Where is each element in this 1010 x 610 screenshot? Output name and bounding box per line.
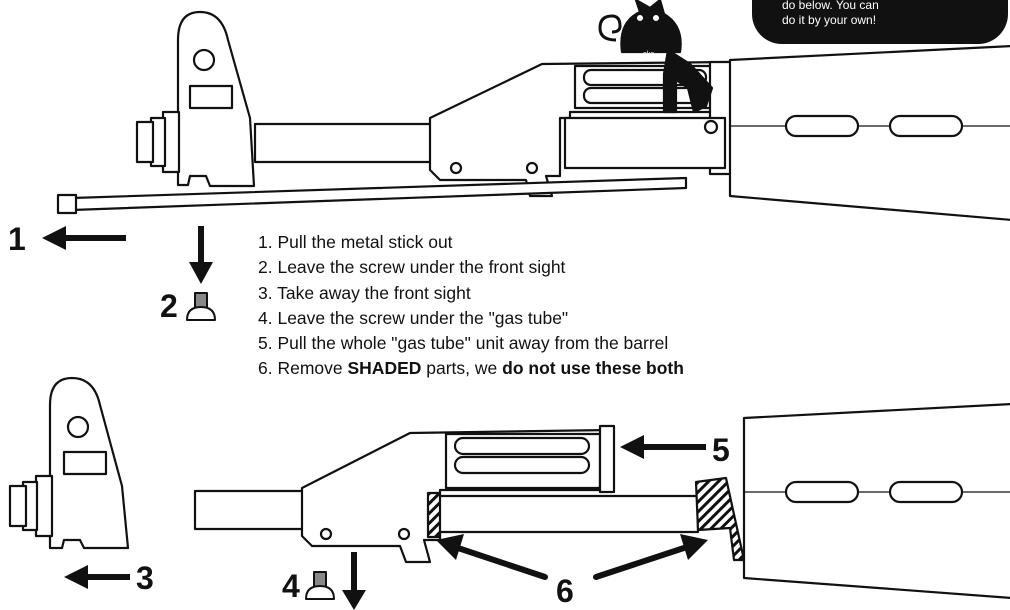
instruction-text: parts, we [421,358,503,379]
instruction-item: 5. Pull the whole "gas tube" unit away f… [258,331,684,356]
instruction-text: Pull the metal stick out [277,232,453,252]
speech-bubble: do below. You can do it by your own! [752,0,1008,44]
arrow-4-down-icon [342,552,366,610]
arrow-6-right-icon [593,534,708,580]
speech-line-1: do below. You can [782,0,879,12]
arrow-2-down-icon [189,226,213,284]
gas-tube-top [563,60,734,176]
mascot-badge: oka [643,51,655,58]
handguard-bottom [742,403,1010,599]
instruction-number: 3. [258,282,278,303]
step-label-2: 2 [160,288,178,324]
shaded-part-collar [694,476,746,562]
barrel-top [253,122,442,164]
arrow-6-left-icon [436,534,548,580]
instruction-number: 6. [258,358,278,379]
instruction-item: 6. Remove SHADED parts, we do not use th… [258,356,684,381]
instruction-text: SHADED [347,358,422,379]
step-label-5: 5 [712,432,730,468]
instruction-item: 2. Leave the screw under the front sight [258,255,684,280]
instruction-item: 4. Leave the screw under the "gas tube" [258,306,684,331]
instruction-number: 4. [258,307,278,328]
instruction-number: 1. [258,232,278,252]
instruction-number: 5. [258,333,278,354]
instruction-text: Remove [277,358,348,379]
step-label-6: 6 [556,573,574,609]
instruction-text: Pull the whole "gas tube" unit away from… [277,333,669,354]
instruction-item: 3. Take away the front sight [258,281,684,306]
barrel-bottom [193,489,317,531]
speech-line-2: do it by your own! [782,13,877,27]
step-label-3: 3 [136,560,154,596]
instruction-text: Take away the front sight [277,282,471,303]
instruction-text: Leave the screw under the "gas tube" [277,307,569,328]
shaded-part-ring [426,491,442,539]
instruction-number: 2. [258,257,278,278]
arrow-3-left-icon [64,565,130,589]
gas-tube-bottom [434,424,700,534]
screw-4-icon [305,571,335,600]
cleaning-rod [56,176,688,215]
step-label-4: 4 [282,568,300,604]
instruction-text: do not use these both [502,358,684,379]
front-sight-removed [8,376,130,550]
instruction-text: Leave the screw under the front sight [277,257,566,278]
mascot-cat [598,0,714,114]
instruction-item: 1. Pull the metal stick out [258,230,684,255]
step-label-1: 1 [8,221,26,257]
handguard-top [728,44,1010,221]
screw-2-icon [186,292,216,321]
front-sight-top [135,10,256,188]
arrow-5-left-icon [620,435,706,459]
arrow-1-left-icon [42,226,126,250]
